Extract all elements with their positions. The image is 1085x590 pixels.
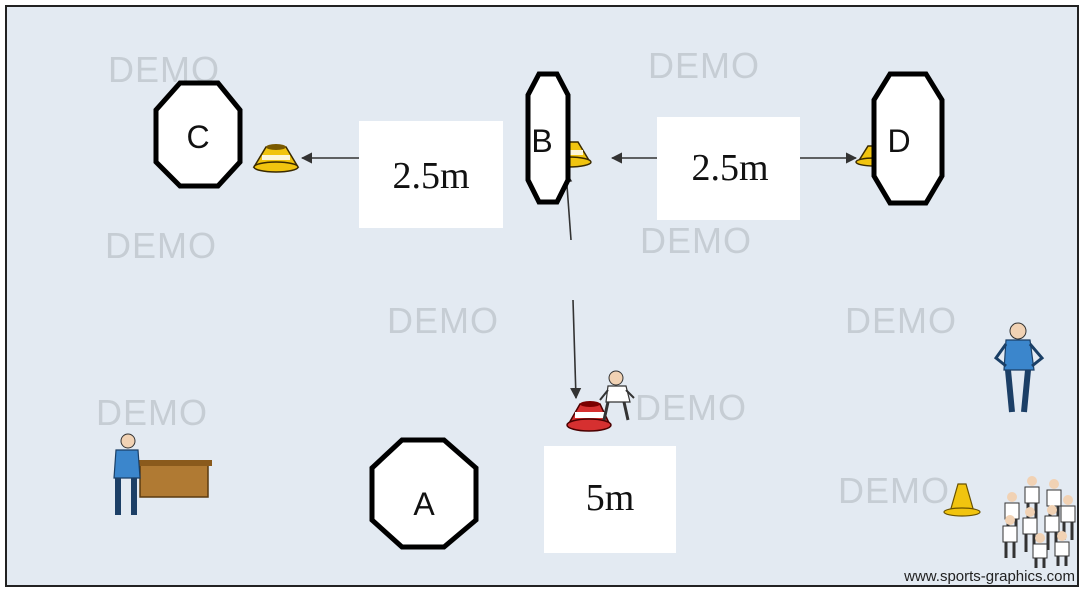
marker-c-label: C [186,119,209,155]
marker-c: C [153,80,243,189]
watermark: DEMO [640,220,752,261]
watermark: DEMO [105,225,217,266]
marker-d-label: D [887,123,910,159]
marker-a-label: A [413,486,435,522]
distance-label-right: 2.5m [691,147,768,189]
distance-box-right: 2.5m [657,117,800,220]
watermark: DEMO [648,45,760,86]
arrow-down-to-start [570,299,582,400]
distance-label-left: 2.5m [392,155,469,197]
cone-c [252,144,300,173]
watermark: DEMO [838,470,950,511]
distance-label-bottom: 5m [586,477,635,519]
distance-box-left: 2.5m [359,121,503,228]
cone-start-red [566,401,612,432]
coach-at-table [113,433,212,515]
cone-tall-yellow [943,483,981,517]
player-running [599,370,635,421]
watermark: DEMO [387,300,499,341]
coach-standing [993,322,1045,413]
player-group [1002,476,1076,568]
credit-text: www.sports-graphics.com [903,568,1075,585]
watermark: DEMO [96,392,208,433]
marker-b-label: B [531,123,552,159]
distance-box-bottom: 5m [544,446,676,553]
watermark: DEMO [845,300,957,341]
marker-b: B [525,71,571,205]
marker-d: D [871,71,945,206]
marker-a: A [369,437,479,550]
watermark: DEMO [635,387,747,428]
